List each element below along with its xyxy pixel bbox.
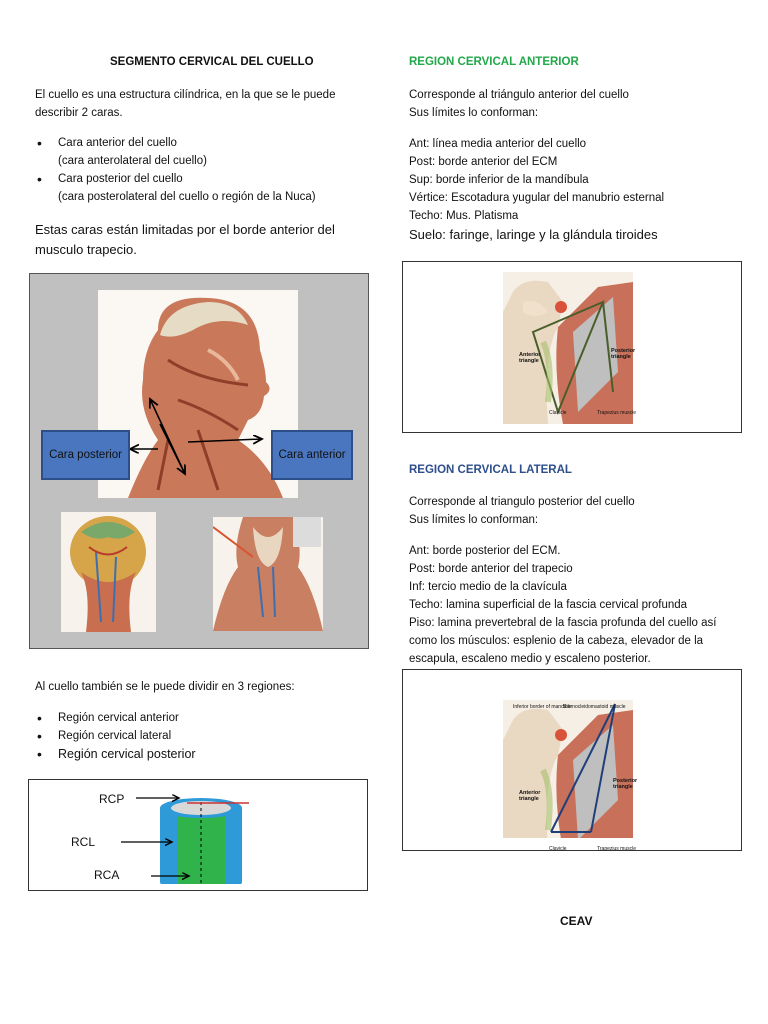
- lateral-line: Techo: lamina superficial de la fascia c…: [409, 599, 688, 611]
- regions-intro: Al cuello también se le puede dividir en…: [35, 681, 295, 693]
- label-cara-posterior: Cara posterior: [41, 430, 130, 480]
- fig-trapezius-label: Trapezius muscle: [597, 846, 636, 852]
- lateral-line: Inf: tercio medio de la clavícula: [409, 581, 567, 593]
- cylinder-figure: RCP RCL RCA: [28, 779, 368, 892]
- fig-clavicle-label: Clavicle: [549, 410, 567, 416]
- fig-posterior-label: Posterior triangle: [613, 778, 638, 790]
- anterior-line: Sup: borde inferior de la mandíbula: [409, 174, 589, 186]
- anterior-line: Sus límites lo conforman:: [409, 107, 539, 119]
- left-intro: El cuello es una estructura cilíndrica, …: [35, 89, 336, 119]
- fig-anterior-label: Anterior triangle: [519, 790, 541, 802]
- anterior-title: REGION CERVICAL ANTERIOR: [409, 56, 579, 68]
- spacer: [409, 529, 727, 542]
- face-item: Cara posterior del cuello: [35, 170, 365, 188]
- anterior-line: Vértice: Escotadura yugular del manubrio…: [409, 192, 665, 204]
- lateral-triangle-figure: Inferior border of mandible Sternocleido…: [402, 669, 742, 852]
- fig-posterior-label: Posterior triangle: [611, 348, 636, 360]
- lateral-line: Sus límites lo conforman:: [409, 514, 539, 526]
- face-sub: (cara anterolateral del cuello): [58, 155, 207, 167]
- label-rcl: RCL: [71, 835, 96, 849]
- spacer: [409, 122, 739, 135]
- lateral-triangle-lines: [498, 703, 648, 850]
- lateral-title: REGION CERVICAL LATERAL: [409, 464, 572, 476]
- footer-initials: CEAV: [560, 914, 593, 928]
- lateral-text: Corresponde al triangulo posterior del c…: [409, 493, 727, 668]
- anterior-line: Corresponde al triángulo anterior del cu…: [409, 89, 629, 101]
- anterior-floor: Suelo: faringe, laringe y la glándula ti…: [409, 227, 658, 242]
- anatomy-image: [503, 700, 633, 850]
- label-cara-anterior: Cara anterior: [271, 430, 353, 480]
- lateral-line: Piso: lamina prevertebral de la fascia p…: [409, 617, 717, 665]
- face-item: Cara anterior del cuello: [35, 134, 365, 152]
- neck-figure-panel: Cara posterior Cara anterior: [29, 273, 369, 649]
- limits-text: Estas caras están limitadas por el borde…: [35, 222, 335, 257]
- face-sub: (cara posterolateral del cuello o región…: [58, 191, 316, 203]
- region-item: Región cervical posterior: [35, 745, 335, 763]
- region-item: Región cervical lateral: [35, 727, 335, 745]
- posterior-neck-image: [61, 512, 156, 632]
- anterior-line: Techo: Mus. Platisma: [409, 210, 519, 222]
- lateral-line: Corresponde al triangulo posterior del c…: [409, 496, 635, 508]
- anterior-line: Ant: línea media anterior del cuello: [409, 138, 587, 150]
- lateral-line: Post: borde anterior del trapecio: [409, 563, 573, 575]
- label-rca: RCA: [94, 868, 120, 882]
- face-label: Cara posterior del cuello: [58, 173, 183, 185]
- anterior-line: Post: borde anterior del ECM: [409, 156, 558, 168]
- fig-top-left-label: Inferior border of mandible: [513, 704, 572, 710]
- label-rcp: RCP: [99, 792, 125, 806]
- head-muscle-image: [98, 290, 298, 498]
- anterior-text: Corresponde al triángulo anterior del cu…: [409, 86, 739, 245]
- direction-arrows: [30, 274, 368, 648]
- anterior-triangle-figure: Anterior triangle Posterior triangle Cla…: [402, 261, 742, 433]
- fig-trapezius-label: Trapezius muscle: [597, 410, 636, 416]
- anterior-neck-dissection-image: [212, 517, 323, 631]
- faces-list: Cara anterior del cuello (cara anterolat…: [35, 134, 365, 206]
- lateral-line: Ant: borde posterior del ECM.: [409, 545, 561, 557]
- fig-top-right-label: Sternocleidomastoid muscle: [563, 704, 626, 710]
- anatomy-image: [503, 272, 633, 424]
- region-item: Región cervical anterior: [35, 709, 335, 727]
- fig-anterior-label: Anterior triangle: [519, 352, 541, 364]
- left-title: SEGMENTO CERVICAL DEL CUELLO: [110, 56, 314, 68]
- regions-list: Región cervical anterior Región cervical…: [35, 709, 335, 763]
- face-label: Cara anterior del cuello: [58, 137, 177, 149]
- fig-clavicle-label: Clavicle: [549, 846, 567, 852]
